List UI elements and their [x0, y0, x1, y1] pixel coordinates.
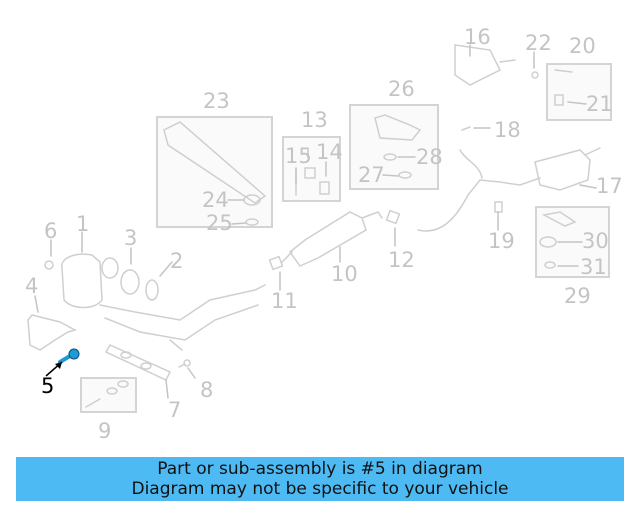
- callout-8[interactable]: 8: [200, 378, 214, 402]
- callout-20[interactable]: 20: [569, 34, 596, 58]
- callout-15[interactable]: 15: [285, 144, 312, 168]
- exhaust-parts-diagram: 1 2 3 4 5 6 7 8 9 10 11 12 13 14 15 16 1…: [25, 25, 623, 443]
- callout-22[interactable]: 22: [525, 31, 552, 55]
- banner-disclaimer-line: Diagram may not be specific to your vehi…: [131, 479, 509, 499]
- callout-5[interactable]: 5: [41, 374, 55, 398]
- callout-31[interactable]: 31: [580, 255, 607, 279]
- callout-25[interactable]: 25: [206, 211, 233, 235]
- callout-13[interactable]: 13: [301, 108, 328, 132]
- callout-19[interactable]: 19: [488, 229, 515, 253]
- group-box-13: [282, 136, 341, 202]
- callout-23[interactable]: 23: [203, 89, 230, 113]
- callout-21[interactable]: 21: [586, 92, 613, 116]
- callout-2[interactable]: 2: [170, 249, 184, 273]
- callout-6[interactable]: 6: [44, 219, 58, 243]
- callout-16[interactable]: 16: [464, 25, 491, 49]
- callout-28[interactable]: 28: [416, 145, 443, 169]
- callout-9[interactable]: 9: [98, 419, 112, 443]
- group-box-23: [156, 116, 273, 228]
- callout-14[interactable]: 14: [316, 140, 343, 164]
- callout-10[interactable]: 10: [331, 262, 358, 286]
- callout-3[interactable]: 3: [124, 226, 138, 250]
- banner-part-line: Part or sub-assembly is #5 in diagram: [157, 459, 483, 479]
- callout-18[interactable]: 18: [494, 118, 521, 142]
- callout-24[interactable]: 24: [202, 188, 229, 212]
- callout-1[interactable]: 1: [76, 212, 90, 236]
- callout-17[interactable]: 17: [596, 174, 623, 198]
- callout-27[interactable]: 27: [358, 163, 385, 187]
- parts-line-art: [27, 44, 601, 408]
- callout-12[interactable]: 12: [388, 248, 415, 272]
- group-box-20: [546, 63, 612, 121]
- callout-29[interactable]: 29: [564, 284, 591, 308]
- info-banner: Part or sub-assembly is #5 in diagram Di…: [16, 457, 624, 501]
- callout-11[interactable]: 11: [271, 289, 298, 313]
- callout-26[interactable]: 26: [388, 77, 415, 101]
- callout-4[interactable]: 4: [25, 274, 39, 298]
- callout-7[interactable]: 7: [168, 398, 182, 422]
- callout-30[interactable]: 30: [582, 229, 609, 253]
